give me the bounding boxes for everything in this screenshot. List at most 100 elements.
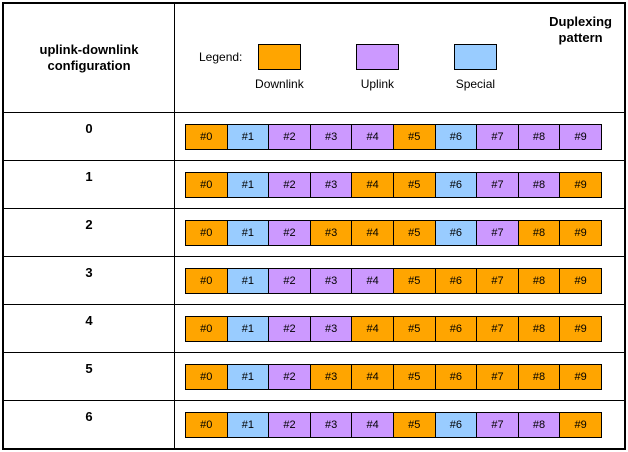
subframe-7-downlink: #7 xyxy=(476,315,519,342)
subframe-8-downlink: #8 xyxy=(517,219,561,246)
subframe-3-uplink: #3 xyxy=(309,171,353,198)
subframe-2-uplink: #2 xyxy=(268,171,311,198)
config-row-6: 6#0#1#2#3#4#5#6#7#8#9 xyxy=(4,400,624,448)
table-header-row: uplink-downlink configuration Duplexing … xyxy=(4,4,624,112)
subframe-3-downlink: #3 xyxy=(309,219,353,246)
subframe-8-downlink: #8 xyxy=(517,315,561,342)
subframe-2-uplink: #2 xyxy=(268,411,311,438)
subframe-8-uplink: #8 xyxy=(517,411,561,438)
subframe-4-uplink: #4 xyxy=(351,123,394,150)
subframe-4-uplink: #4 xyxy=(351,411,394,438)
config-number: 1 xyxy=(4,161,175,208)
subframe-5-downlink: #5 xyxy=(392,219,436,246)
subframe-6-special: #6 xyxy=(434,219,478,246)
legend-item-uplink: Uplink xyxy=(351,44,403,91)
subframe-1-special: #1 xyxy=(226,267,270,294)
subframe-strip: #0#1#2#3#4#5#6#7#8#9 xyxy=(185,171,602,198)
subframe-strip: #0#1#2#3#4#5#6#7#8#9 xyxy=(185,219,602,246)
subframe-3-uplink: #3 xyxy=(309,315,353,342)
special-color-swatch xyxy=(453,44,497,70)
subframe-9-downlink: #9 xyxy=(559,363,602,390)
pattern-cell: #0#1#2#3#4#5#6#7#8#9 xyxy=(175,257,624,304)
config-number: 0 xyxy=(4,113,175,160)
config-row-3: 3#0#1#2#3#4#5#6#7#8#9 xyxy=(4,256,624,304)
subframe-6-downlink: #6 xyxy=(434,267,478,294)
config-row-2: 2 #0#1#2#3#4#5#6#7#8#9 xyxy=(4,208,624,256)
subframe-5-downlink: #5 xyxy=(392,363,436,390)
subframe-strip: #0#1#2#3#4#5#6#7#8#9 xyxy=(185,123,602,150)
subframe-3-uplink: #3 xyxy=(309,267,353,294)
pattern-cell: #0#1#2#3#4#5#6#7#8#9 xyxy=(175,113,624,160)
subframe-1-special: #1 xyxy=(226,363,270,390)
subframe-3-uplink: #3 xyxy=(309,411,353,438)
subframe-4-downlink: #4 xyxy=(351,363,394,390)
subframe-0-downlink: #0 xyxy=(185,123,228,150)
subframe-7-uplink: #7 xyxy=(476,171,519,198)
subframe-0-downlink: #0 xyxy=(185,267,228,294)
subframe-0-downlink: #0 xyxy=(185,315,228,342)
pattern-cell: #0#1#2#3#4#5#6#7#8#9 xyxy=(175,305,624,352)
subframe-7-uplink: #7 xyxy=(476,123,519,150)
config-row-1: 1 #0#1#2#3#4#5#6#7#8#9 xyxy=(4,160,624,208)
subframe-6-special: #6 xyxy=(434,171,478,198)
pattern-cell: #0#1#2#3#4#5#6#7#8#9 xyxy=(175,353,624,400)
downlink-color-swatch xyxy=(257,44,301,70)
subframe-8-downlink: #8 xyxy=(517,363,561,390)
subframe-0-downlink: #0 xyxy=(185,219,228,246)
subframe-5-downlink: #5 xyxy=(392,123,436,150)
subframe-0-downlink: #0 xyxy=(185,171,228,198)
subframe-strip: #0#1#2#3#4#5#6#7#8#9 xyxy=(185,363,602,390)
legend-label: Legend: xyxy=(199,50,243,64)
pattern-cell: #0#1#2#3#4#5#6#7#8#9 xyxy=(175,161,624,208)
subframe-3-downlink: #3 xyxy=(309,363,353,390)
config-row-5: 5 #0#1#2#3#4#5#6#7#8#9 xyxy=(4,352,624,400)
subframe-4-downlink: #4 xyxy=(351,219,394,246)
subframe-6-downlink: #6 xyxy=(434,363,478,390)
subframe-0-downlink: #0 xyxy=(185,363,228,390)
config-number: 6 xyxy=(4,401,175,448)
config-row-4: 4#0#1#2#3#4#5#6#7#8#9 xyxy=(4,304,624,352)
subframe-6-special: #6 xyxy=(434,411,478,438)
subframe-7-downlink: #7 xyxy=(476,267,519,294)
subframe-9-downlink: #9 xyxy=(559,411,602,438)
subframe-5-downlink: #5 xyxy=(392,171,436,198)
legend-item-label: Uplink xyxy=(360,77,395,91)
subframe-5-downlink: #5 xyxy=(392,267,436,294)
subframe-7-downlink: #7 xyxy=(476,363,519,390)
subframe-4-uplink: #4 xyxy=(351,267,394,294)
subframe-1-special: #1 xyxy=(226,219,270,246)
subframe-1-special: #1 xyxy=(226,171,270,198)
config-number: 5 xyxy=(4,353,175,400)
subframe-3-uplink: #3 xyxy=(309,123,353,150)
legend-item-label: Downlink xyxy=(255,77,304,91)
subframe-4-downlink: #4 xyxy=(351,315,394,342)
subframe-2-uplink: #2 xyxy=(268,123,311,150)
subframe-9-uplink: #9 xyxy=(559,123,602,150)
pattern-cell: #0#1#2#3#4#5#6#7#8#9 xyxy=(175,209,624,256)
subframe-2-uplink: #2 xyxy=(268,363,311,390)
subframe-5-downlink: #5 xyxy=(392,315,436,342)
config-number: 2 xyxy=(4,209,175,256)
subframe-4-downlink: #4 xyxy=(351,171,394,198)
subframe-strip: #0#1#2#3#4#5#6#7#8#9 xyxy=(185,267,602,294)
subframe-1-special: #1 xyxy=(226,315,270,342)
subframe-1-special: #1 xyxy=(226,123,270,150)
config-column-header-line1: uplink-downlink xyxy=(39,42,139,57)
config-row-0: 0 #0#1#2#3#4#5#6#7#8#9 xyxy=(4,112,624,160)
config-column-header: uplink-downlink configuration xyxy=(4,4,175,112)
subframe-strip: #0#1#2#3#4#5#6#7#8#9 xyxy=(185,315,602,342)
subframe-9-downlink: #9 xyxy=(559,171,602,198)
pattern-cell: #0#1#2#3#4#5#6#7#8#9 xyxy=(175,401,624,448)
subframe-8-uplink: #8 xyxy=(517,171,561,198)
subframe-2-uplink: #2 xyxy=(268,267,311,294)
subframe-2-uplink: #2 xyxy=(268,315,311,342)
subframe-1-special: #1 xyxy=(226,411,270,438)
subframe-6-downlink: #6 xyxy=(434,315,478,342)
subframe-9-downlink: #9 xyxy=(559,219,602,246)
legend-item-label: Special xyxy=(455,77,496,91)
subframe-0-downlink: #0 xyxy=(185,411,228,438)
subframe-9-downlink: #9 xyxy=(559,315,602,342)
